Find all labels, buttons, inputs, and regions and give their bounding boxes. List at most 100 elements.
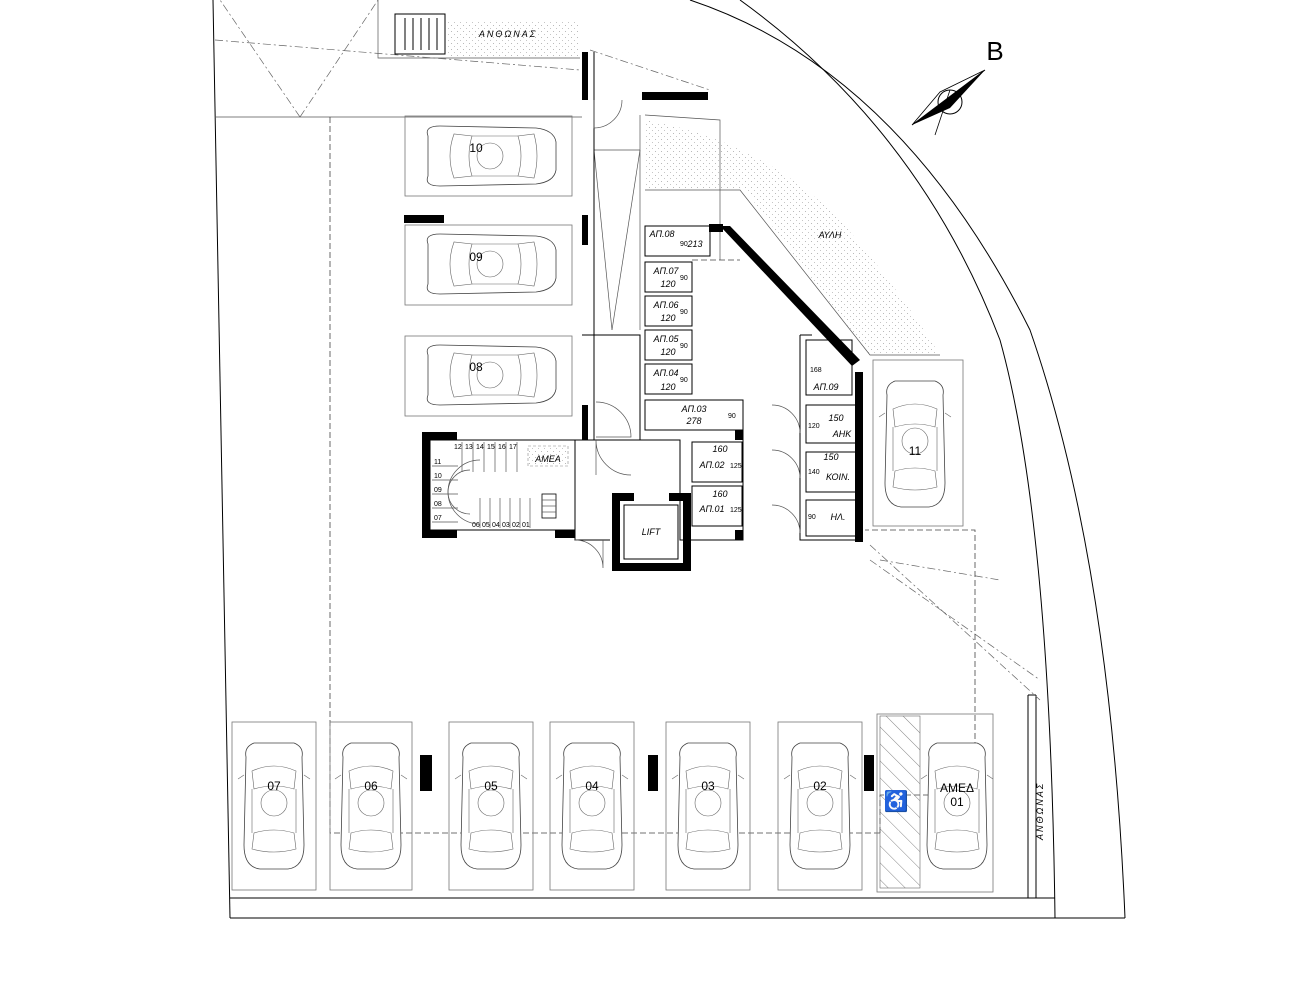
stair-step-number: 11 (434, 459, 441, 466)
north-arrow: B (911, 36, 1004, 136)
service-room-dim-h: 140 (808, 469, 820, 476)
storage-room-name: ΑΠ.04 (652, 368, 678, 378)
stair-step-number: 06 (472, 522, 480, 529)
stair-step-number: 16 (498, 444, 506, 451)
bay-number: 03 (701, 779, 715, 793)
storage-room-dim-h: 90 (728, 413, 736, 420)
storage-room-dim-h: 90 (680, 377, 688, 384)
bay-number: 08 (469, 360, 483, 374)
storage-room: ΑΠ.07 90 120 (652, 266, 687, 289)
stair-step-number: 03 (502, 522, 510, 529)
storage-room-dim-h: 125 (730, 463, 742, 470)
storage-room-dim-w: 120 (660, 279, 675, 289)
parking-bay: 04 (549, 721, 635, 891)
storage-room: ΑΠ.08 90 213 (648, 229, 702, 249)
parking-bay: 09 (404, 224, 573, 306)
storage-room-dim-h: 90 (680, 241, 688, 248)
service-room-dim-h: 120 (808, 423, 820, 430)
stair-step-number: 07 (434, 515, 442, 522)
stair-step-number: 13 (465, 444, 473, 451)
bay-number: 05 (484, 779, 498, 793)
bay-number: 06 (364, 779, 378, 793)
bay-number: 02 (813, 779, 827, 793)
storage-room-dim-h: 90 (680, 343, 688, 350)
storage-room-dim-h: 90 (680, 275, 688, 282)
service-room-dim-w: 150 (823, 452, 838, 462)
bay-number: 04 (585, 779, 599, 793)
accessible-bay-label: ΑΜΕΔ (940, 781, 974, 795)
parking-bay: 05 (448, 721, 534, 891)
storage-room-dim-h: 125 (730, 507, 742, 514)
site-boundary (212, 0, 1126, 919)
storage-room: 160 ΑΠ.02 125 (698, 444, 741, 470)
parking-bay: 07 (231, 721, 317, 891)
flowerbed-label-right: ΑΝΘΩΝΑΣ (1035, 782, 1045, 841)
parking-bay: 08 (404, 335, 573, 417)
storage-room-name: ΑΠ.06 (652, 300, 678, 310)
storage-room-dim-w: 213 (686, 239, 702, 249)
service-room-name: ΗΛ. (830, 512, 845, 522)
storage-room-dim-h: 168 (810, 367, 822, 374)
bay-number: 10 (469, 141, 483, 155)
bay-number: 07 (267, 779, 281, 793)
service-room-dim-h: 90 (808, 514, 816, 521)
storage-room-name: ΑΠ.08 (648, 229, 674, 239)
stair-step-number: 10 (434, 473, 442, 480)
stair-step-number: 12 (454, 444, 462, 451)
flowerbed-label-top: ΑΝΘΩΝΑΣ (478, 29, 537, 39)
storage-room: ΑΠ.05 90 120 (652, 334, 687, 357)
storage-room: 160 ΑΠ.01 125 (698, 489, 741, 514)
service-room-name: ΚΟΙΝ. (826, 472, 850, 482)
stair-step-number: 04 (492, 522, 500, 529)
service-room-name: ΑΗΚ (832, 429, 853, 439)
storage-room-name: ΑΠ.09 (812, 382, 838, 392)
bay-number: 09 (469, 250, 483, 264)
parking-bay: 03 (665, 721, 751, 891)
service-room: 90 ΗΛ. (808, 512, 846, 522)
service-room-dim-w: 150 (828, 413, 843, 423)
storage-room-name: ΑΠ.02 (698, 460, 724, 470)
accessible-wc-label: ΑΜΕΑ (534, 454, 561, 464)
compass-north-icon: B (986, 36, 1003, 66)
storage-room-dim-w: 120 (660, 382, 675, 392)
storage-room: ΑΠ.06 90 120 (652, 300, 687, 323)
storage-room: 168 ΑΠ.09 (810, 367, 839, 392)
stair-step-number: 14 (476, 444, 484, 451)
service-room: 150 120 ΑΗΚ (808, 413, 852, 439)
storage-room-dim-w: 160 (712, 444, 727, 454)
stair-step-number: 09 (434, 487, 442, 494)
structural-columns (404, 52, 874, 791)
stair-step-number: 02 (512, 522, 520, 529)
landscaped-areas (394, 13, 940, 356)
wheelchair-icon: ♿ (884, 789, 909, 813)
parking-bay: 11 (872, 359, 964, 527)
stair-step-number: 05 (482, 522, 490, 529)
accessible-parking-bay: ♿ ΑΜΕΔ 01 (876, 713, 994, 893)
service-room: 150 140 ΚΟΙΝ. (808, 452, 850, 482)
storage-room-dim-w: 278 (685, 416, 701, 426)
parking-bay: 06 (329, 721, 413, 891)
stair-step-number: 08 (434, 501, 442, 508)
storage-room: ΑΠ.04 90 120 (652, 368, 687, 392)
storage-room: ΑΠ.03 90 278 (680, 404, 735, 426)
parking-bay: 10 (404, 115, 573, 197)
accessible-bay-number: 01 (950, 795, 964, 809)
storage-room-dim-w: 120 (660, 347, 675, 357)
stair-step-number: 15 (487, 444, 495, 451)
door-swings (574, 99, 801, 569)
lift-shaft: LIFT (623, 504, 679, 560)
storage-rooms (644, 225, 857, 537)
storage-room-name: ΑΠ.07 (652, 266, 679, 276)
storage-room-name: ΑΠ.05 (652, 334, 679, 344)
stair-step-number: 01 (522, 522, 530, 529)
storage-room-name: ΑΠ.01 (698, 504, 724, 514)
storage-room-dim-w: 160 (712, 489, 727, 499)
courtyard-label: ΑΥΛΗ (818, 230, 842, 240)
lift-label: LIFT (642, 527, 662, 537)
storage-room-dim-h: 90 (680, 309, 688, 316)
storage-room-dim-w: 120 (660, 313, 675, 323)
bay-number: 11 (909, 444, 922, 458)
storage-room-name: ΑΠ.03 (680, 404, 706, 414)
